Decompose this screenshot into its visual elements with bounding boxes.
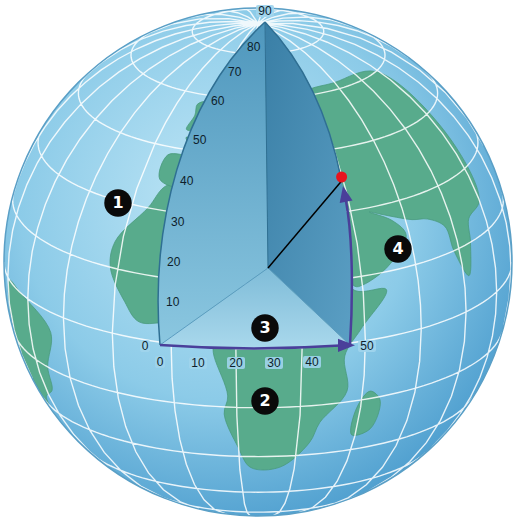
callout-number: 4 — [384, 235, 412, 263]
radius-line — [268, 181, 342, 268]
equatorial-plane — [160, 268, 350, 349]
globe-outline — [4, 8, 512, 516]
plane-edge — [160, 268, 268, 345]
tick-number: 20 — [167, 256, 180, 268]
tick-number: 40 — [303, 356, 320, 368]
callout-disc — [251, 387, 278, 414]
latitude-arc — [346, 201, 352, 345]
callout-number: 2 — [251, 387, 279, 415]
graticule-lines — [4, 8, 512, 516]
callout-disc — [251, 314, 278, 341]
arrowhead — [340, 186, 353, 203]
axis-edge — [265, 22, 268, 268]
callout-disc — [384, 235, 411, 262]
tick-number: 30 — [265, 357, 282, 369]
meridian-arc — [265, 22, 342, 181]
prime-meridian-arc — [158, 22, 265, 345]
tick-number: 80 — [247, 41, 260, 53]
callout-number: 1 — [104, 189, 132, 217]
tick-number: 50 — [358, 340, 375, 352]
tick-number: 30 — [171, 216, 184, 228]
callout-text: 1 — [112, 195, 123, 211]
plane-edge — [268, 268, 350, 345]
longitude-arc — [160, 345, 340, 348]
tick-number: 0 — [155, 356, 166, 368]
tick-number: 10 — [166, 296, 179, 308]
tick-number: 40 — [180, 175, 193, 187]
callout-text: 4 — [392, 241, 403, 257]
callout-text: 2 — [259, 393, 270, 409]
callout-number: 3 — [251, 314, 279, 342]
tick-number: 20 — [227, 357, 244, 369]
tick-number: 70 — [228, 66, 241, 78]
callout-text: 3 — [259, 320, 270, 336]
tick-number: 90 — [256, 5, 273, 17]
location-point — [336, 172, 347, 183]
arrowhead — [338, 339, 355, 352]
ocean — [4, 8, 512, 516]
tick-number: 50 — [193, 134, 206, 146]
graticule — [4, 8, 512, 516]
callout-disc — [104, 189, 131, 216]
tick-number: 0 — [140, 340, 151, 352]
tick-number: 10 — [189, 357, 206, 369]
tick-number: 60 — [211, 95, 224, 107]
